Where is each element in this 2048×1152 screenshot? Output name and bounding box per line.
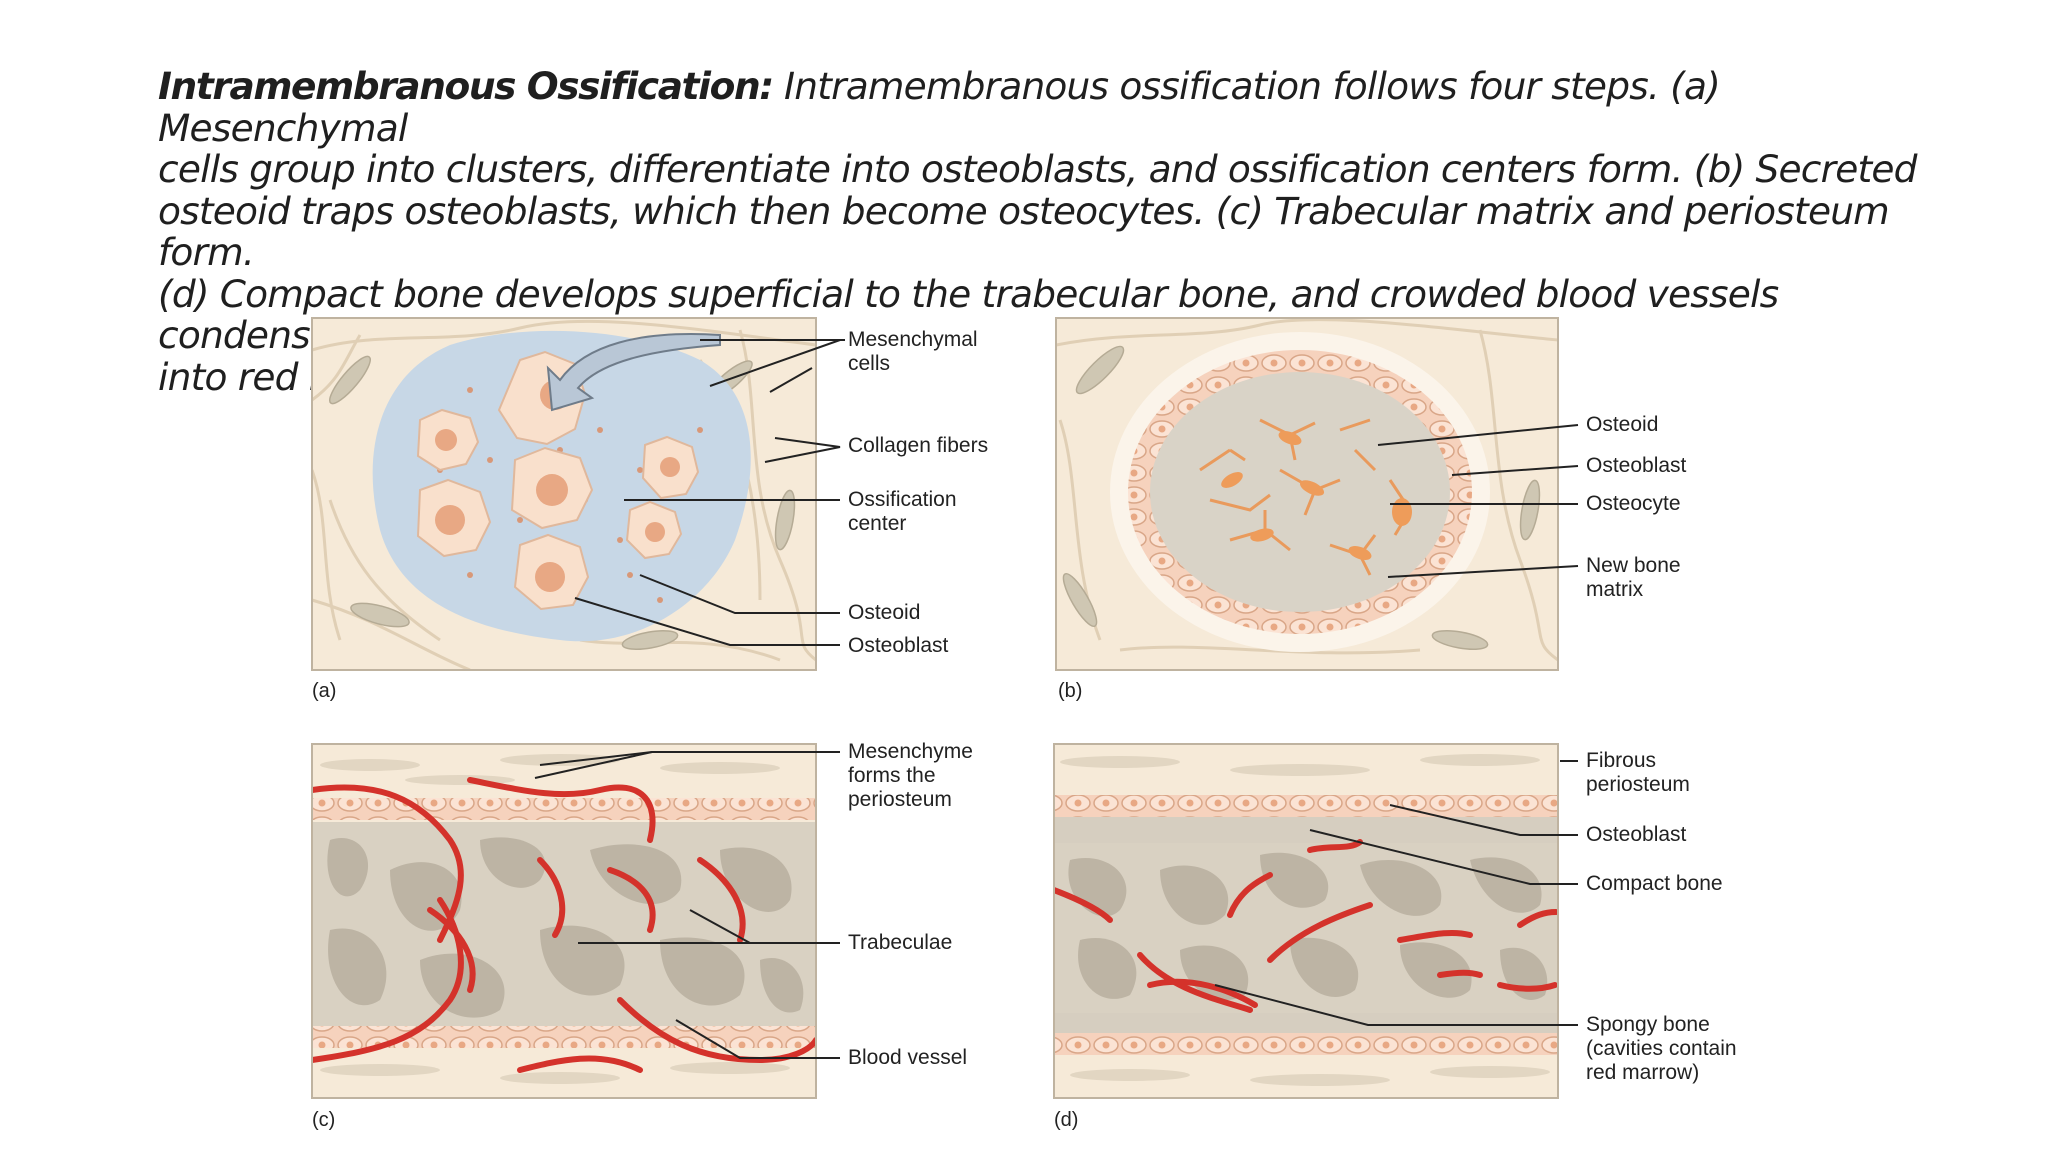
blood-vessels-d (1054, 839, 1558, 1013)
panel-c-leaders (534, 751, 840, 1059)
lower-fibers-c (320, 1062, 790, 1084)
panel-d: Fibrous periosteum Osteoblast Compact bo… (1053, 743, 1737, 1131)
label-mesenchymal-cells-2: cells (848, 352, 890, 375)
label-ossification-center-1: Ossification (848, 488, 957, 511)
label-osteoblast-b: Osteoblast (1586, 454, 1687, 477)
label-compact-bone: Compact bone (1586, 872, 1723, 895)
panel-a: Mesenchymal cells Collagen fibers Ossifi… (311, 317, 988, 702)
periosteum-cells-top-c (312, 798, 816, 820)
periosteum-fibers-c (320, 754, 780, 785)
collagen-fibers (312, 319, 816, 670)
panel-d-illustration (1054, 744, 1558, 1098)
label-mesenchyme-2: forms the (848, 764, 936, 787)
caption-heading: Intramembranous Ossification: (158, 64, 774, 108)
panel-b: Osteoid Osteoblast Osteocyte New bone ma… (1055, 317, 1687, 702)
label-spongy-bone-2: (cavities contain (1586, 1037, 1737, 1060)
label-trabeculae: Trabeculae (848, 931, 952, 954)
migration-arrow (546, 333, 721, 412)
periosteum-cells-bottom-c (312, 1026, 816, 1048)
label-spongy-bone-3: red marrow) (1586, 1061, 1699, 1084)
panel-d-frame (1053, 743, 1559, 1099)
label-osteoblast: Osteoblast (848, 634, 949, 657)
caption-line-4: (d) Compact bone develops superficial to… (158, 271, 1779, 357)
caption-line-3: osteoid traps osteoblasts, which then be… (158, 188, 1890, 274)
panel-d-letter: (d) (1054, 1109, 1078, 1131)
panel-b-fibers (1056, 318, 1558, 662)
panel-a-letter: (a) (312, 680, 336, 702)
label-new-bone-matrix-1: New bone (1586, 554, 1681, 577)
fibrous-periosteum-d (1060, 754, 1540, 776)
compact-bone-bottom-d (1054, 1013, 1558, 1033)
label-osteoblast-d: Osteoblast (1586, 823, 1687, 846)
osteoid-matrix (1150, 372, 1450, 612)
label-fibrous-periosteum-2: periosteum (1586, 773, 1690, 796)
caption-line-2: cells group into clusters, differentiate… (158, 147, 1917, 191)
label-new-bone-matrix-2: matrix (1586, 578, 1644, 601)
blood-vessels-c (312, 777, 816, 1073)
lower-fibers-d (1070, 1066, 1550, 1086)
osteoblast-layer-top-d (1054, 795, 1558, 817)
panel-a-leaders-inner (700, 339, 813, 393)
label-collagen-fibers: Collagen fibers (848, 434, 988, 457)
panel-c-illustration (312, 744, 816, 1098)
panel-a-illustration (312, 318, 816, 670)
label-osteoid-b: Osteoid (1586, 413, 1658, 436)
compact-bone-top-d (1054, 817, 1558, 843)
label-osteocyte: Osteocyte (1586, 492, 1681, 515)
panel-a-leaders (574, 339, 845, 646)
label-mesenchymal-cells-1: Mesenchymal (848, 328, 978, 351)
figure-caption: Intramembranous Ossification: Intramembr… (158, 64, 1958, 398)
label-blood-vessel: Blood vessel (848, 1046, 967, 1069)
label-osteoid: Osteoid (848, 601, 920, 624)
panel-a-frame (311, 317, 817, 671)
panel-b-fibroblasts (1062, 345, 1541, 651)
osteoblast-layer-bottom-d (1054, 1033, 1558, 1055)
panel-b-letter: (b) (1058, 680, 1082, 702)
label-fibrous-periosteum-1: Fibrous (1586, 749, 1656, 772)
panel-d-leaders (1214, 760, 1578, 1026)
label-mesenchyme-1: Mesenchyme (848, 740, 973, 763)
marrow-cavities-c (327, 837, 804, 1018)
label-mesenchyme-3: periosteum (848, 788, 952, 811)
panel-c-frame (311, 743, 817, 1099)
panel-c-letter: (c) (312, 1109, 335, 1131)
label-spongy-bone-1: Spongy bone (1586, 1013, 1710, 1036)
caption-line-1: Intramembranous ossification follows fou… (158, 64, 1721, 150)
panel-b-leaders (1377, 424, 1579, 578)
panel-c: Mesenchyme forms the periosteum Trabecul… (311, 740, 973, 1131)
label-ossification-center-2: center (848, 512, 906, 535)
panel-b-frame (1055, 317, 1559, 671)
panel-b-illustration (1056, 318, 1558, 670)
